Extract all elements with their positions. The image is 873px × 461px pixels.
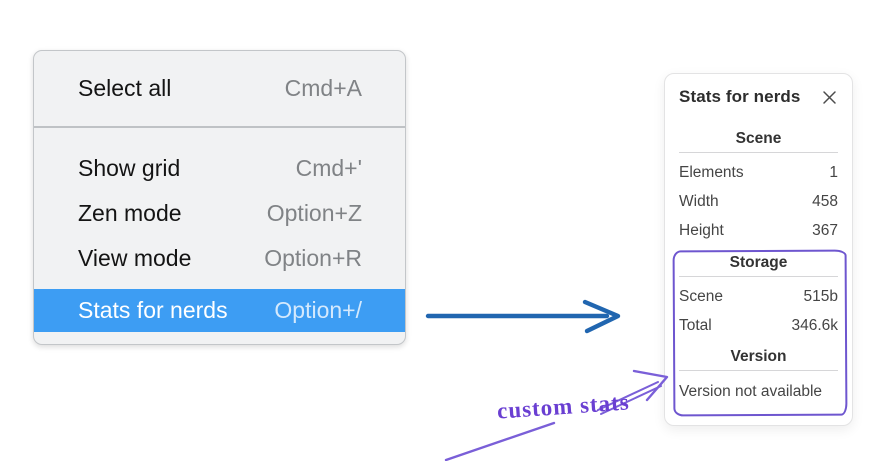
stat-label: Total bbox=[679, 317, 712, 334]
pointer-arrow bbox=[425, 299, 621, 334]
menu-item-shortcut: Cmd+A bbox=[284, 75, 362, 101]
stat-row-width: Width 458 bbox=[679, 187, 838, 216]
stat-label: Height bbox=[679, 222, 724, 239]
stat-value: 515b bbox=[803, 288, 838, 305]
storage-rows: Scene 515b Total 346.6k bbox=[679, 282, 838, 340]
stat-value: 458 bbox=[812, 193, 838, 210]
close-icon[interactable] bbox=[820, 88, 838, 106]
menu-divider bbox=[34, 126, 405, 128]
menu-item-view-mode[interactable]: View mode Option+R bbox=[34, 236, 405, 281]
section-rule bbox=[679, 152, 838, 153]
context-menu: Select all Cmd+A Show grid Cmd+' Zen mod… bbox=[33, 50, 406, 345]
menu-item-label: Select all bbox=[78, 75, 172, 101]
menu-item-label: Zen mode bbox=[78, 200, 182, 226]
menu-item-shortcut: Option+/ bbox=[274, 297, 362, 323]
menu-section-bottom: Show grid Cmd+' Zen mode Option+Z View m… bbox=[34, 128, 405, 344]
section-rule bbox=[679, 276, 838, 277]
stat-row-elements: Elements 1 bbox=[679, 158, 838, 187]
section-rule bbox=[679, 370, 838, 371]
stat-row-height: Height 367 bbox=[679, 216, 838, 245]
menu-item-show-grid[interactable]: Show grid Cmd+' bbox=[34, 146, 405, 191]
stat-label: Scene bbox=[679, 288, 723, 305]
menu-item-stats-for-nerds[interactable]: Stats for nerds Option+/ bbox=[34, 289, 405, 332]
menu-item-zen-mode[interactable]: Zen mode Option+Z bbox=[34, 191, 405, 236]
stat-row-total-size: Total 346.6k bbox=[679, 311, 838, 340]
stat-value: 1 bbox=[829, 164, 838, 181]
menu-item-shortcut: Cmd+' bbox=[295, 155, 362, 181]
stats-panel-title: Stats for nerds bbox=[679, 87, 801, 106]
stat-value: 346.6k bbox=[791, 317, 838, 334]
menu-item-shortcut: Option+Z bbox=[266, 200, 362, 226]
menu-section-top: Select all Cmd+A bbox=[34, 51, 405, 126]
stat-value: 367 bbox=[812, 222, 838, 239]
menu-item-select-all[interactable]: Select all Cmd+A bbox=[34, 51, 405, 126]
stats-panel-header: Stats for nerds bbox=[679, 86, 838, 108]
menu-item-shortcut: Option+R bbox=[264, 245, 362, 271]
version-note: Version not available bbox=[679, 383, 823, 400]
menu-spacer bbox=[34, 281, 405, 289]
stat-row-scene-size: Scene 515b bbox=[679, 282, 838, 311]
stat-label: Width bbox=[679, 193, 719, 210]
stats-panel: Stats for nerds Scene Elements 1 Width 4… bbox=[664, 73, 853, 426]
section-title-version: Version bbox=[730, 348, 787, 365]
section-title-storage: Storage bbox=[729, 254, 788, 271]
stat-label: Elements bbox=[679, 164, 744, 181]
menu-item-label: View mode bbox=[78, 245, 192, 271]
menu-item-label: Show grid bbox=[78, 155, 181, 181]
section-title-scene: Scene bbox=[735, 130, 782, 147]
scene-rows: Elements 1 Width 458 Height 367 bbox=[679, 158, 838, 245]
menu-item-label: Stats for nerds bbox=[78, 297, 228, 323]
annotation-arrow bbox=[444, 369, 669, 461]
